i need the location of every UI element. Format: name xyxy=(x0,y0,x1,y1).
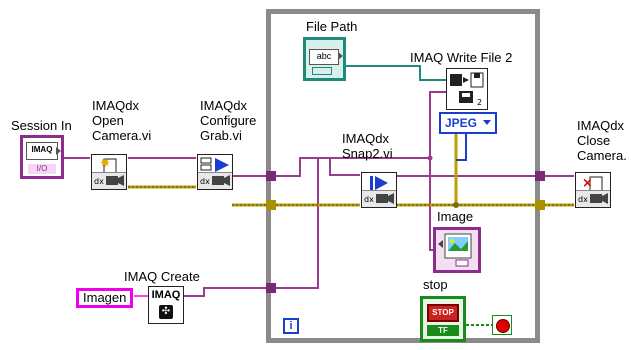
jpeg-enum-constant[interactable]: JPEG xyxy=(439,112,497,134)
write-file-label: IMAQ Write File 2 xyxy=(410,50,513,65)
close-camera-vi[interactable]: × dx xyxy=(575,172,611,208)
session-in-label: Session In xyxy=(11,118,72,133)
snap-play-icon xyxy=(362,173,396,193)
imaq-create-vi[interactable]: IMAQ ✣ xyxy=(148,286,184,324)
stop-label: stop xyxy=(423,277,448,292)
wire-imagecreate-to-loop xyxy=(184,287,270,297)
tunnel-image-in xyxy=(266,283,276,293)
svg-text:✸: ✸ xyxy=(100,156,110,170)
image-label: Image xyxy=(437,209,474,224)
image-indicator[interactable] xyxy=(433,227,481,273)
snap2-vi[interactable]: dx xyxy=(361,172,397,208)
tunnel-error-out xyxy=(535,200,545,210)
camera-icon: dx xyxy=(576,190,610,207)
session-terminal-text: IMAQ xyxy=(26,142,58,160)
write-count: 2 xyxy=(477,98,482,107)
stop-button-face: STOP xyxy=(427,304,459,322)
tunnel-session-out xyxy=(535,171,545,181)
wire-image-to-write xyxy=(429,91,448,158)
path-abc-text: abc xyxy=(309,49,339,65)
session-in-terminal[interactable]: IMAQ I/O xyxy=(20,135,64,179)
arrow-right-icon xyxy=(338,52,343,60)
file-path-control[interactable]: abc xyxy=(303,37,346,81)
close-camera-label: IMAQdx Close Camera. xyxy=(577,118,627,163)
enum-wire xyxy=(456,134,467,161)
wire-loop-to-snap xyxy=(270,157,360,177)
svg-text:dx: dx xyxy=(200,177,210,186)
tunnel-session-in xyxy=(266,171,276,181)
arrow-right-icon xyxy=(56,147,61,155)
imagen-string-constant[interactable]: Imagen xyxy=(76,288,134,308)
snap2-label: IMAQdx Snap2.vi xyxy=(342,131,393,161)
svg-text:×: × xyxy=(582,176,593,191)
path-wire xyxy=(346,65,448,81)
file-path-label: File Path xyxy=(306,19,358,34)
imaq-box-text: IMAQ xyxy=(151,289,181,301)
camera-icon: dx xyxy=(198,172,232,189)
wire-image-to-snap xyxy=(270,157,434,289)
configure-grab-vi[interactable]: dx xyxy=(197,154,233,190)
picture-icon xyxy=(438,233,472,267)
save-disk-icon: 2 xyxy=(450,72,484,107)
tunnel-error-in xyxy=(266,200,276,210)
configure-grab-label: IMAQdx Configure Grab.vi xyxy=(200,98,257,143)
svg-text:dx: dx xyxy=(364,195,374,204)
bool-tf-text: TF xyxy=(427,325,459,336)
camera-icon: dx xyxy=(362,190,396,207)
path-icon xyxy=(312,67,332,75)
close-x-icon: × xyxy=(576,173,610,193)
session-terminal-subtext: I/O xyxy=(28,164,56,174)
create-icon: ✣ xyxy=(159,305,173,319)
camera-icon: dx xyxy=(92,172,126,189)
jpeg-value: JPEG xyxy=(445,116,478,130)
loop-condition-stop-icon[interactable] xyxy=(492,315,512,335)
svg-text:dx: dx xyxy=(94,177,104,186)
dropdown-arrow-icon xyxy=(483,120,491,125)
iteration-terminal: i xyxy=(283,318,299,334)
stop-circle-icon xyxy=(496,319,510,333)
svg-text:dx: dx xyxy=(578,195,588,204)
write-file-vi[interactable]: 2 xyxy=(446,68,488,110)
grab-play-icon xyxy=(198,155,232,175)
stop-button-control[interactable]: STOP TF xyxy=(420,296,466,342)
open-camera-label: IMAQdx Open Camera.vi xyxy=(92,98,152,143)
open-camera-vi[interactable]: ✸ dx xyxy=(91,154,127,190)
imaq-create-label: IMAQ Create xyxy=(124,269,200,284)
